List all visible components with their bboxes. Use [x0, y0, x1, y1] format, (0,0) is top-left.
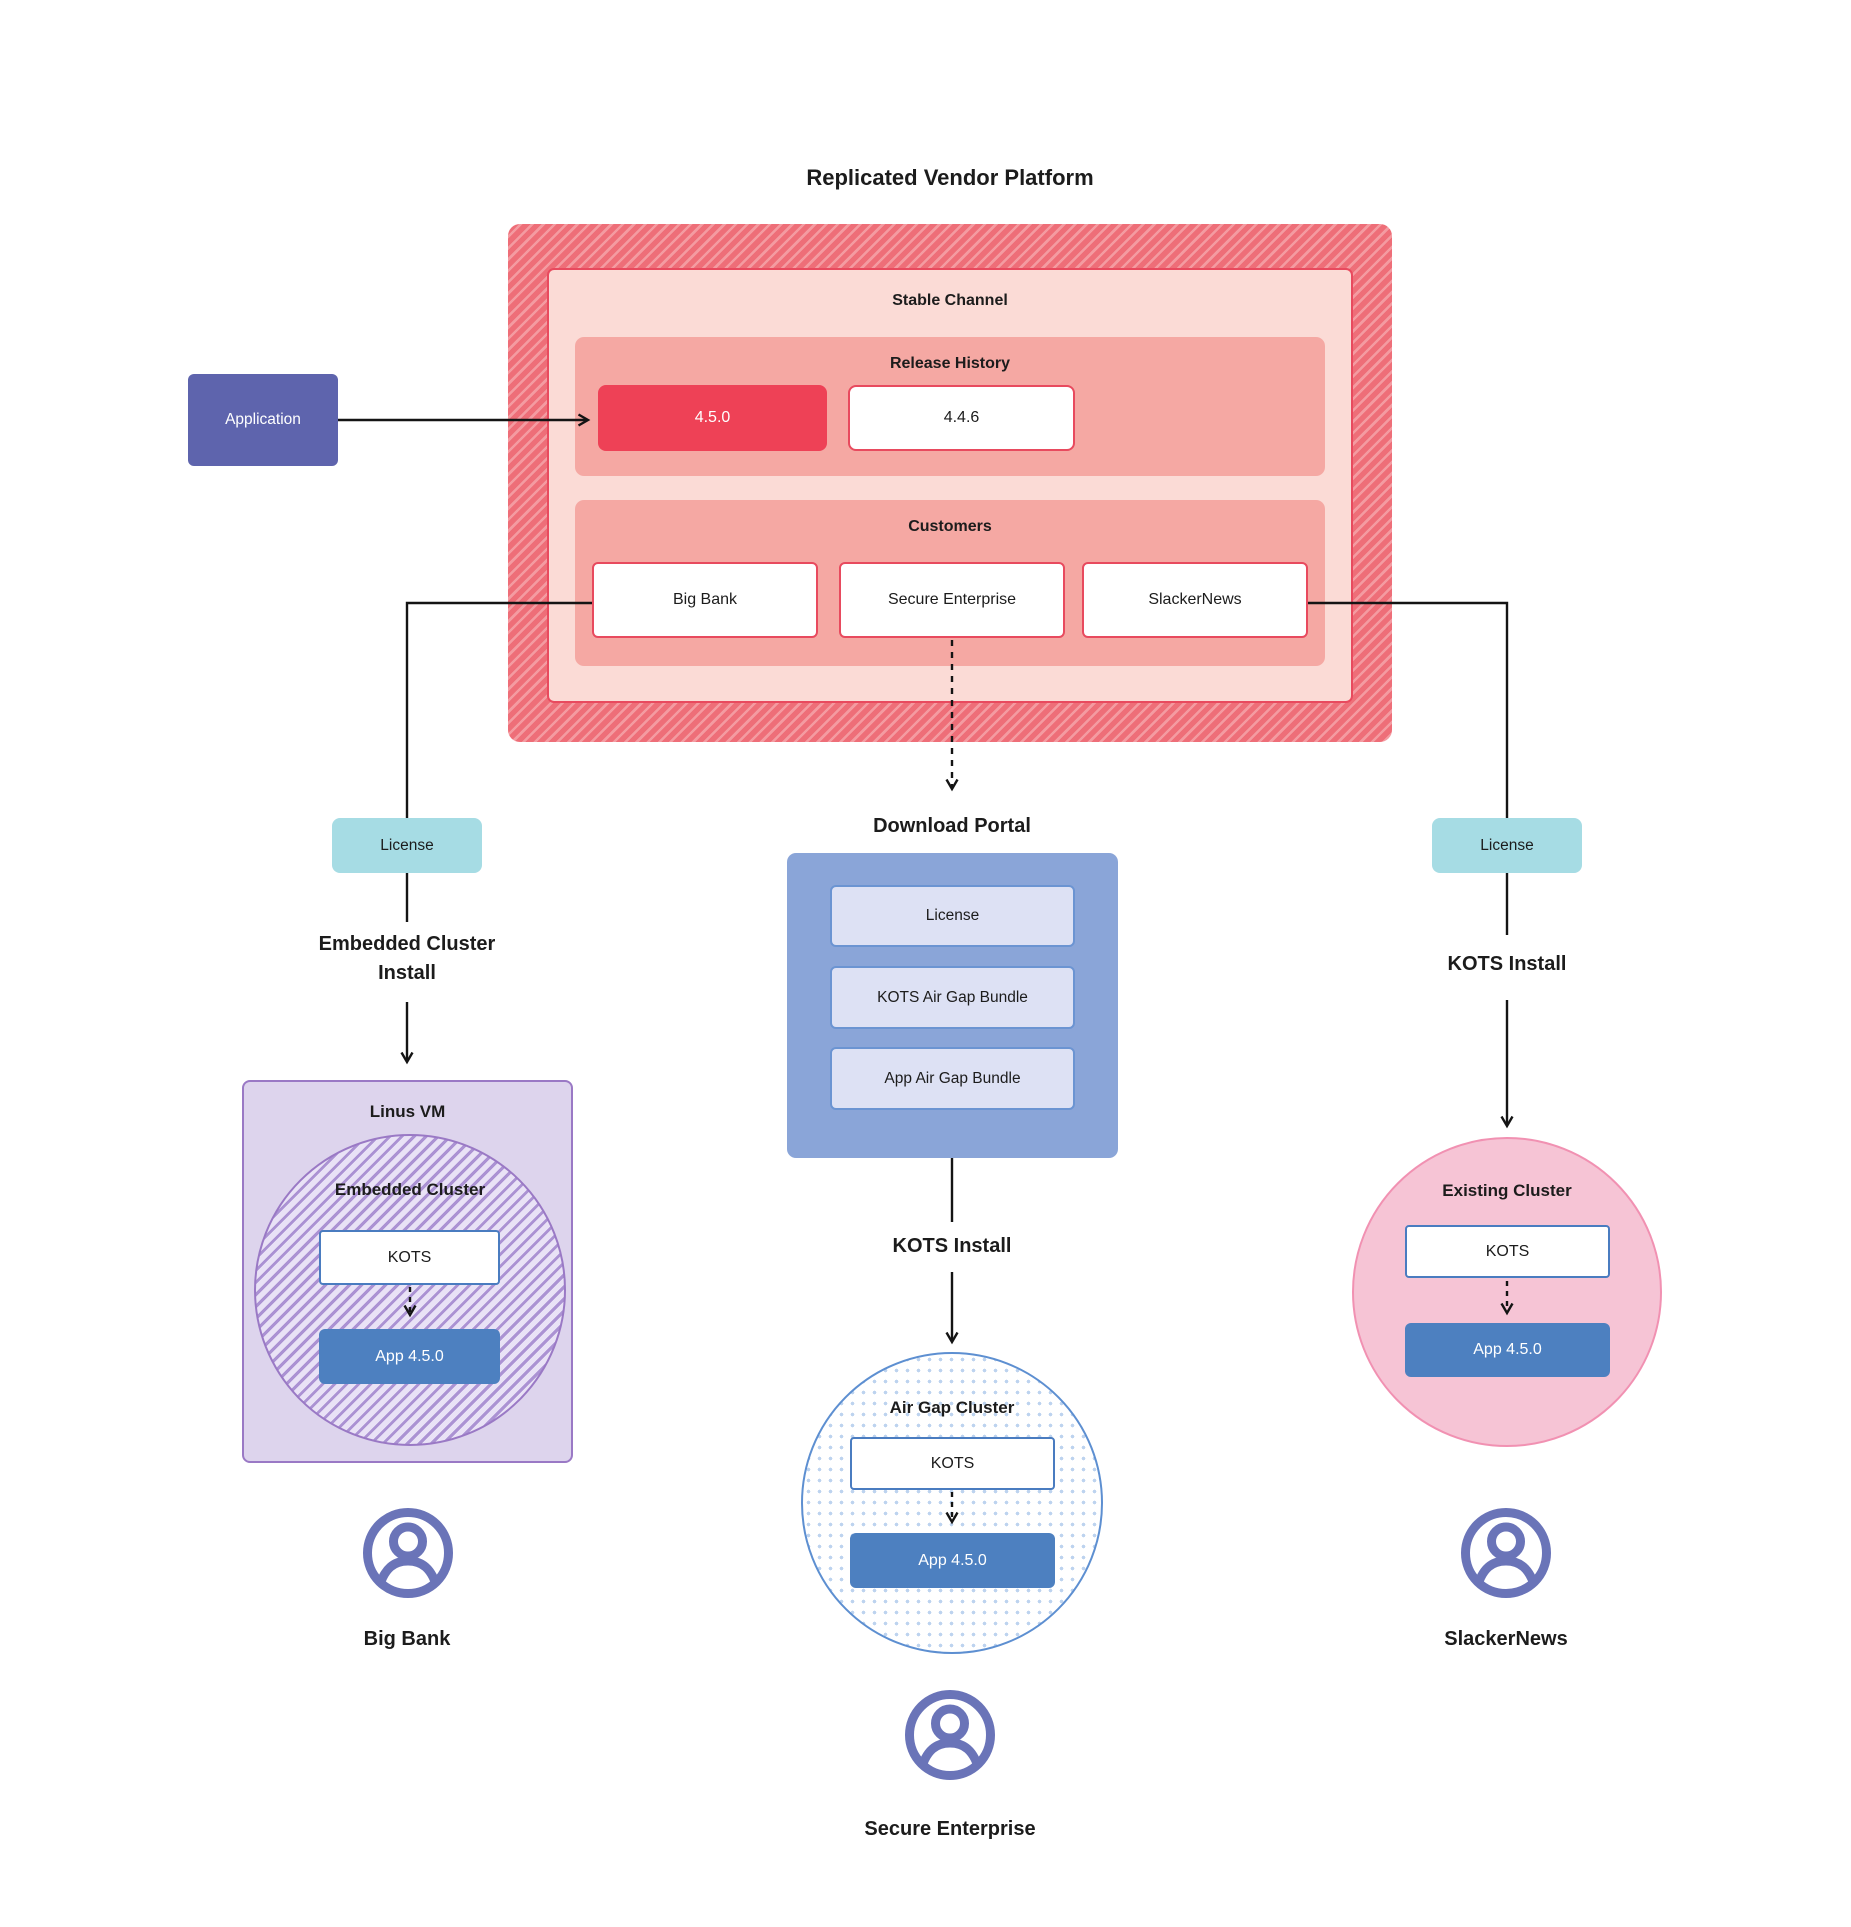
linus-vm-box: Linus VM Embedded Cluster KOTS App 4.5.0	[242, 1080, 573, 1463]
release-history-label: Release History	[889, 355, 1011, 372]
stable-channel-panel: Stable Channel Release History 4.5.0 4.4…	[547, 268, 1353, 703]
existing-cluster-circle: Existing Cluster KOTS App 4.5.0	[1352, 1137, 1662, 1447]
customer-box-secure-enterprise: Secure Enterprise	[839, 562, 1065, 638]
existing-cluster-label: Existing Cluster	[1442, 1181, 1572, 1200]
embedded-cluster-label: Embedded Cluster	[334, 1180, 486, 1199]
embedded-cluster-install-label: Embedded Cluster Install	[318, 933, 496, 984]
release-version-current: 4.5.0	[598, 385, 827, 451]
application-box: Application	[188, 374, 338, 466]
kots-box-existing: KOTS	[1405, 1225, 1610, 1278]
app-box-embedded: App 4.5.0	[319, 1329, 500, 1384]
air-gap-cluster-circle: Air Gap Cluster KOTS App 4.5.0	[801, 1352, 1103, 1654]
stable-channel-label: Stable Channel	[892, 292, 1008, 309]
release-version-previous: 4.4.6	[848, 385, 1075, 451]
user-icon-slackernews	[1456, 1503, 1556, 1603]
customers-label: Customers	[908, 518, 992, 535]
customers-panel: Customers Big Bank Secure Enterprise Sla…	[575, 500, 1325, 666]
user-name-slackernews: SlackerNews	[1444, 1628, 1568, 1650]
release-history-panel: Release History 4.5.0 4.4.6	[575, 337, 1325, 476]
page-title: Replicated Vendor Platform	[806, 165, 1094, 190]
customer-box-slackernews: SlackerNews	[1082, 562, 1308, 638]
user-name-secure-enterprise: Secure Enterprise	[864, 1818, 1036, 1840]
customer-box-big-bank: Big Bank	[592, 562, 818, 638]
download-portal-title: Download Portal	[873, 815, 1031, 837]
license-chip-left: License	[332, 818, 482, 873]
user-name-big-bank: Big Bank	[363, 1628, 451, 1650]
portal-item-kots-air-gap-bundle: KOTS Air Gap Bundle	[830, 966, 1075, 1029]
user-icon-secure-enterprise	[900, 1685, 1000, 1785]
kots-install-label-center: KOTS Install	[892, 1235, 1012, 1257]
embedded-cluster-circle: Embedded Cluster KOTS App 4.5.0	[254, 1134, 566, 1446]
kots-box-embedded: KOTS	[319, 1230, 500, 1285]
download-portal-box: License KOTS Air Gap Bundle App Air Gap …	[787, 853, 1118, 1158]
app-box-airgap: App 4.5.0	[850, 1533, 1055, 1588]
kots-box-airgap: KOTS	[850, 1437, 1055, 1490]
portal-item-license: License	[830, 885, 1075, 947]
air-gap-cluster-label: Air Gap Cluster	[889, 1398, 1015, 1417]
kots-install-label-right: KOTS Install	[1447, 953, 1567, 975]
user-icon-big-bank	[358, 1503, 458, 1603]
license-chip-right: License	[1432, 818, 1582, 873]
linus-vm-label: Linus VM	[369, 1102, 446, 1121]
portal-item-app-air-gap-bundle: App Air Gap Bundle	[830, 1047, 1075, 1110]
app-box-existing: App 4.5.0	[1405, 1323, 1610, 1377]
